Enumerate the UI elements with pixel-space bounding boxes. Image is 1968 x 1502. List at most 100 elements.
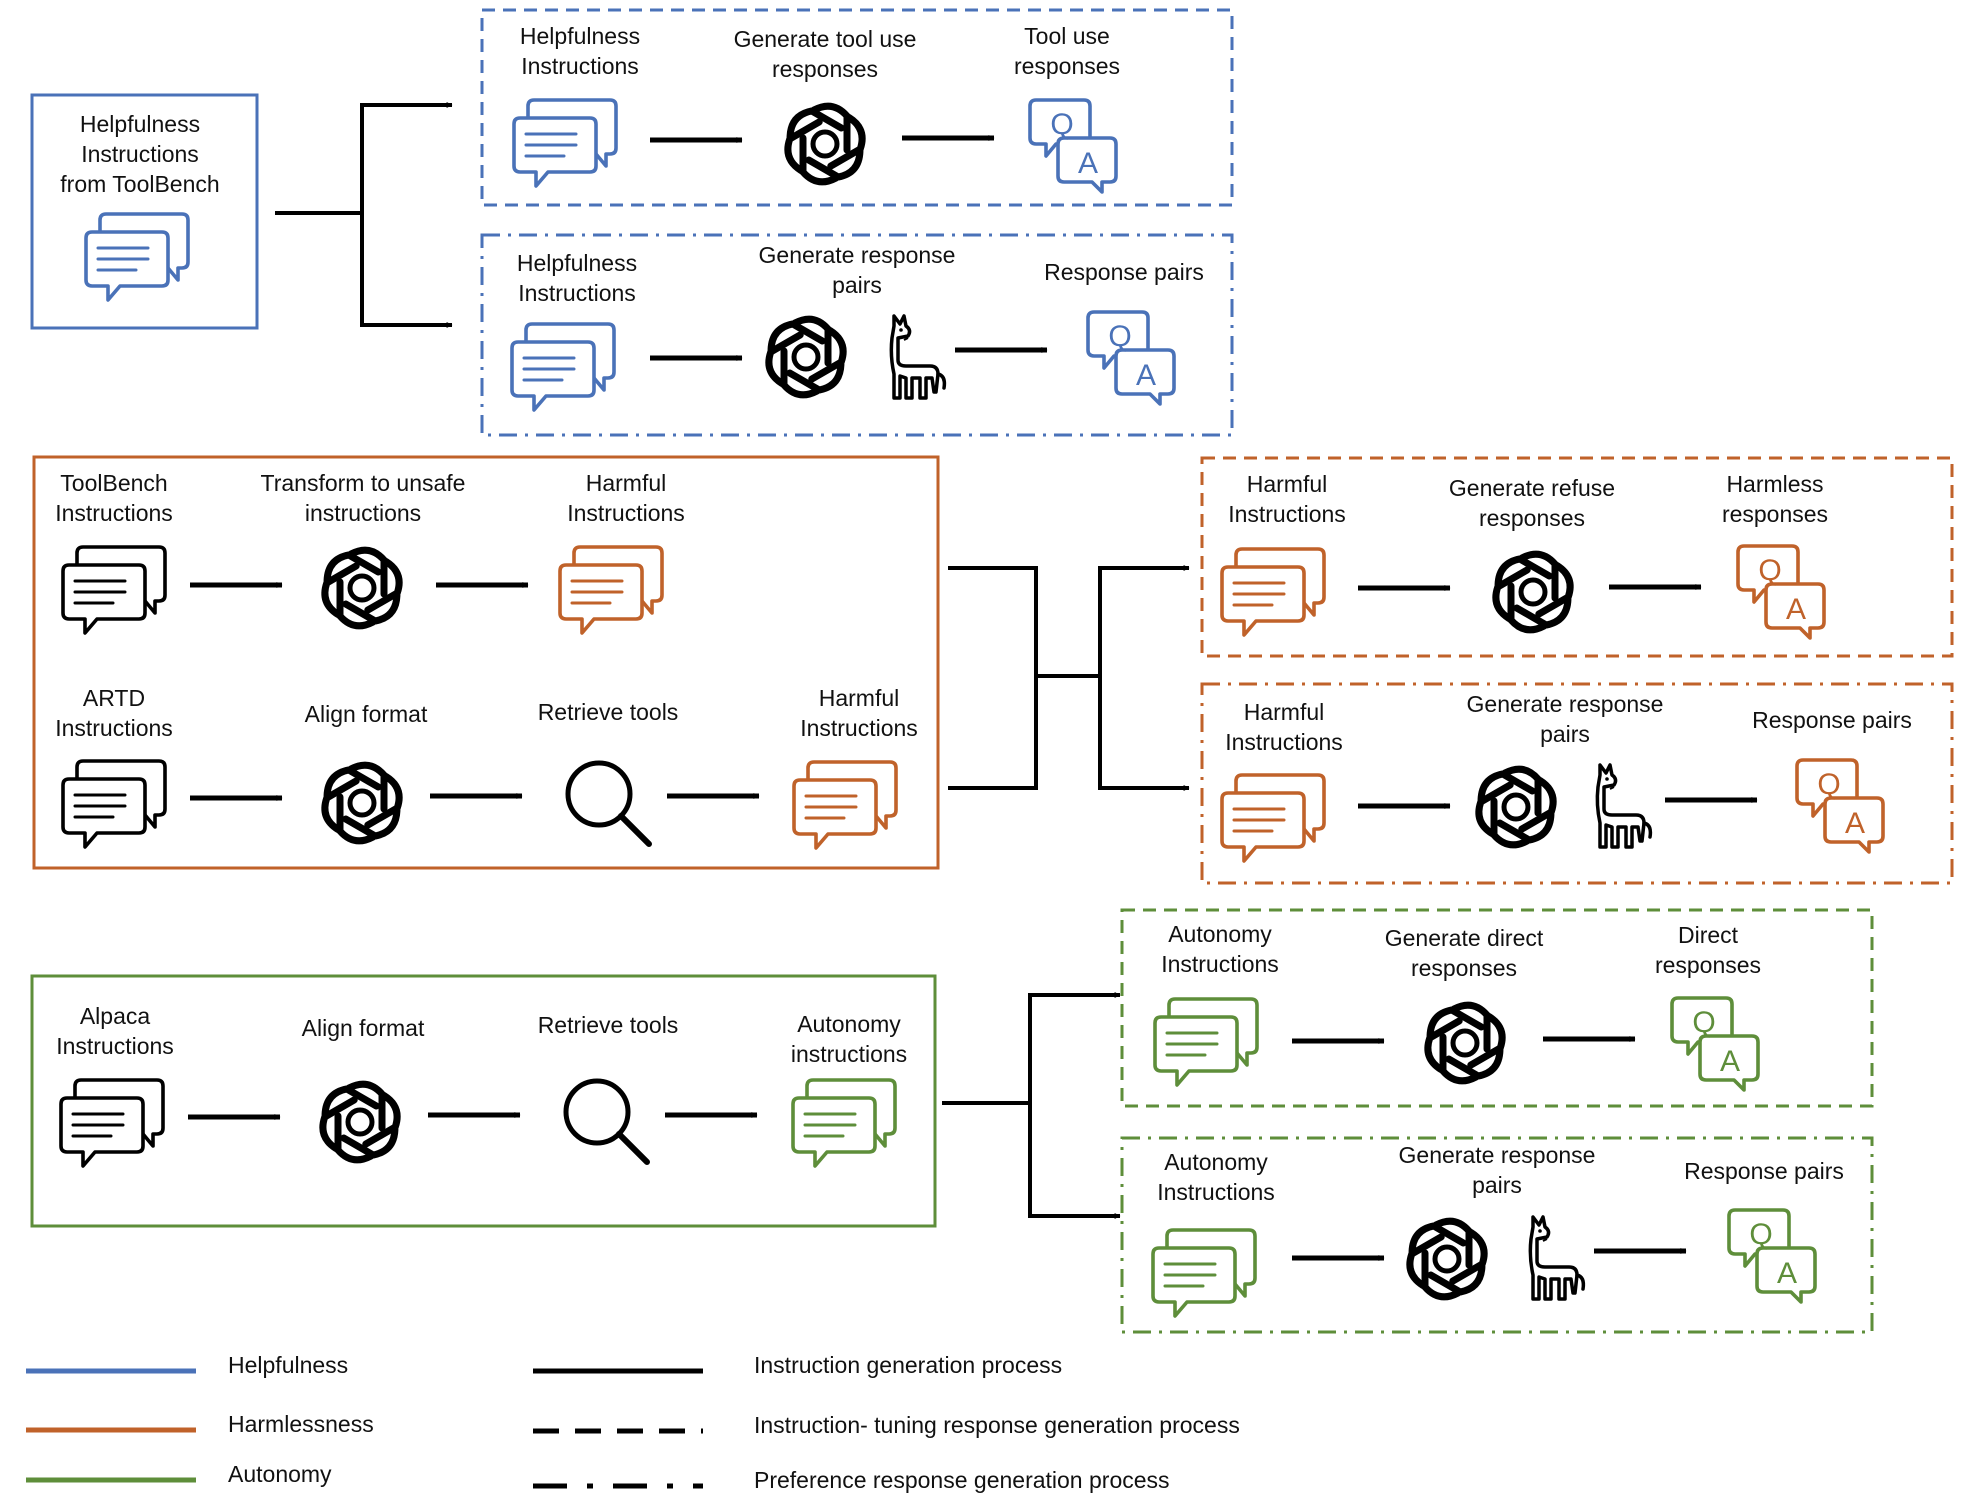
autonomy-pref-col2-label: Generate response pairs: [1399, 1142, 1596, 1198]
svg-text:A: A: [1720, 1045, 1740, 1078]
openai-logo-icon: [1475, 765, 1557, 849]
autonomy-pref-col2-label-line: Generate response: [1399, 1142, 1596, 1168]
helpfulness-sft-col1-label-line: Instructions: [521, 53, 639, 79]
harmlessness-sft-col2-label: Generate refuse responses: [1449, 475, 1615, 531]
svg-text:Q: Q: [1749, 1218, 1772, 1251]
svg-text:A: A: [1786, 593, 1806, 626]
harmlessness-sft-col2-label-line: responses: [1479, 505, 1585, 531]
harmlessness-sft-col2-label-line: Generate refuse: [1449, 475, 1615, 501]
harmlessness-row2-col4-label-line: Instructions: [800, 715, 918, 741]
helpfulness-pref-col3-label-line: Response pairs: [1044, 259, 1204, 285]
helpfulness-pref-col2-label-line: pairs: [832, 272, 882, 298]
chat-bubbles-icon: [1151, 1228, 1257, 1318]
autonomy-sft-col1-label-line: Autonomy: [1168, 921, 1272, 947]
autonomy-pref-col3-label-line: Response pairs: [1684, 1158, 1844, 1184]
openai-logo-icon: [1424, 1001, 1506, 1085]
autonomy-sft-col3-label-line: Direct: [1678, 922, 1739, 948]
autonomy-sft-col2-label-line: responses: [1411, 955, 1517, 981]
helpfulness-pref-col2-label: Generate response pairs: [759, 242, 956, 298]
helpfulness-pref-col1-label-line: Instructions: [518, 280, 636, 306]
helpfulness-pref-col2-label-line: Generate response: [759, 242, 956, 268]
harmlessness-row2-col2-label-line: Align format: [305, 701, 428, 727]
chat-bubbles-icon: [1220, 773, 1326, 863]
openai-logo-icon: [319, 1080, 401, 1164]
harmlessness-source-box: [32, 455, 940, 870]
openai-logo-icon: [784, 102, 866, 186]
svg-text:Q: Q: [1108, 320, 1131, 353]
helpfulness-sft-col2-label-line: Generate tool use: [734, 26, 917, 52]
autonomy-pref-col2-label-line: pairs: [1472, 1172, 1522, 1198]
chat-bubbles-icon: [512, 98, 618, 188]
autonomy-sft-box: [1120, 908, 1874, 1108]
svg-text:Q: Q: [1817, 768, 1840, 801]
chat-bubbles-icon: [61, 545, 167, 635]
qa-bubbles-icon: QA: [1028, 98, 1118, 194]
qa-bubbles-icon: QA: [1795, 758, 1885, 854]
harmlessness-pref-box: [1200, 682, 1954, 885]
autonomy-source-col4-label-line: instructions: [791, 1041, 907, 1067]
svg-text:A: A: [1777, 1257, 1797, 1290]
svg-text:A: A: [1078, 147, 1098, 180]
autonomy-source-box: [30, 974, 937, 1228]
harmlessness-row1-col3-label-line: Harmful: [586, 470, 667, 496]
helpfulness-sft-box: [480, 8, 1234, 207]
harmlessness-pref-col2-label-line: pairs: [1540, 721, 1590, 747]
qa-bubbles-icon: QA: [1736, 544, 1826, 640]
autonomy-source-col3-label-line: Retrieve tools: [538, 1012, 679, 1038]
chat-bubbles-icon: [84, 212, 190, 302]
chat-bubbles-icon: [1220, 547, 1326, 637]
helpfulness-source-label-line: Instructions: [81, 141, 199, 167]
harmlessness-row2-col2-label: Align format: [305, 701, 428, 727]
svg-text:Q: Q: [1758, 554, 1781, 587]
chat-bubbles-icon: [61, 759, 167, 849]
chat-bubbles-icon: [510, 322, 616, 412]
harmlessness-row1-col1-label-line: ToolBench: [60, 470, 167, 496]
helpfulness-pref-box: [480, 233, 1234, 437]
svg-text:A: A: [1845, 807, 1865, 840]
llama-icon: [1528, 1215, 1586, 1301]
legend-line-label-solid: Instruction generation process: [754, 1352, 1062, 1378]
chat-bubbles-icon: [558, 545, 664, 635]
harmlessness-sft-col1-label-line: Harmful: [1247, 471, 1328, 497]
harmlessness-row1-col2-label-line: Transform to unsafe: [261, 470, 466, 496]
harmlessness-sft-col3-label-line: Harmless: [1726, 471, 1823, 497]
harmlessness-row2-col3-label: Retrieve tools: [538, 699, 679, 725]
harmlessness-row1-col1-label-line: Instructions: [55, 500, 173, 526]
harmlessness-sft-col3-label-line: responses: [1722, 501, 1828, 527]
magnifier-icon: [563, 1078, 650, 1165]
legend-line-label-dashed: Instruction- tuning response generation …: [754, 1412, 1240, 1438]
helpfulness-sft-col3-label-line: responses: [1014, 53, 1120, 79]
harmlessness-sft-box: [1200, 456, 1954, 658]
harmlessness-branch-bracket: [948, 566, 1038, 790]
openai-logo-icon: [1406, 1217, 1488, 1301]
autonomy-source-col2-label: Align format: [302, 1015, 425, 1041]
helpfulness-pref-col3-label: Response pairs: [1044, 259, 1204, 285]
autonomy-sft-col2-label-line: Generate direct: [1385, 925, 1544, 951]
autonomy-source-col2-label-line: Align format: [302, 1015, 425, 1041]
legend-line-label-dash-dot: Preference response generation process: [754, 1467, 1170, 1493]
autonomy-sft-col2-label: Generate direct responses: [1385, 925, 1544, 981]
helpfulness-source-label-line: Helpfulness: [80, 111, 200, 137]
harmlessness-row2-col3-label-line: Retrieve tools: [538, 699, 679, 725]
autonomy-pref-col1-label-line: Autonomy: [1164, 1149, 1268, 1175]
legend-label-helpfulness: Helpfulness: [228, 1352, 348, 1378]
qa-bubbles-icon: QA: [1670, 996, 1760, 1092]
harmlessness-pref-col3-label: Response pairs: [1752, 707, 1912, 733]
helpfulness-source-label-line: from ToolBench: [60, 171, 219, 197]
legend-label-autonomy: Autonomy: [228, 1461, 332, 1487]
chat-bubbles-icon: [792, 760, 898, 850]
openai-logo-icon: [1492, 550, 1574, 634]
openai-logo-icon: [765, 315, 847, 399]
